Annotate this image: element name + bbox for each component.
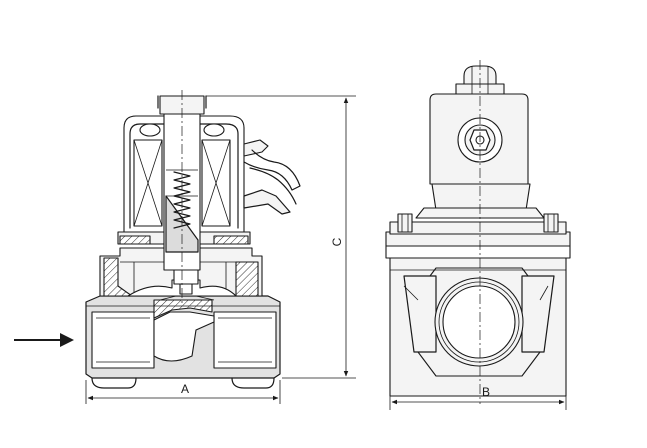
valve-body	[85, 295, 281, 389]
flow-arrow	[14, 333, 74, 347]
valve-bonnet	[99, 247, 263, 301]
sectional-view: A C	[14, 90, 356, 404]
dimension-c: C	[206, 95, 356, 379]
plunger-tube	[157, 90, 207, 304]
dimension-b-label: B	[482, 385, 490, 399]
dimension-a: A	[85, 380, 281, 404]
coil-box	[429, 93, 529, 185]
side-body	[389, 257, 567, 397]
dimension-a-label: A	[181, 382, 189, 396]
cable-gland	[243, 139, 301, 215]
flange	[385, 213, 571, 259]
dimension-b: B	[389, 385, 567, 410]
dimension-c-label: C	[330, 237, 344, 246]
side-view: B	[385, 60, 571, 410]
neck	[415, 183, 545, 219]
